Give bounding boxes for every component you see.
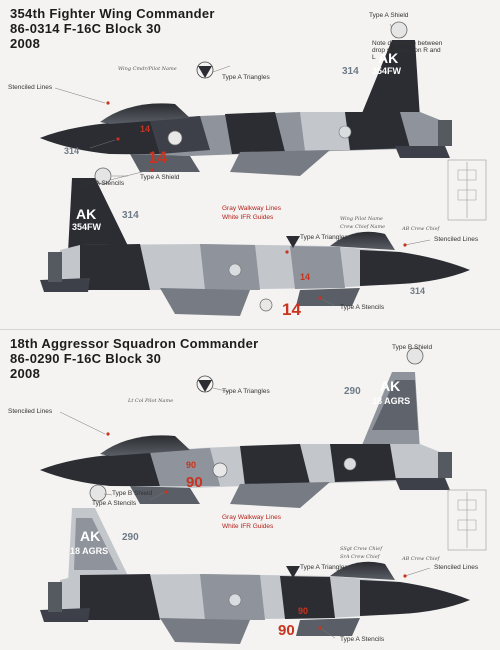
crew-chief-top-2: AB Crew Chief xyxy=(402,556,440,562)
section1-title-line2: 86-0314 F-16C Block 30 xyxy=(10,21,162,36)
tail-unit-1: 354FW xyxy=(372,66,402,76)
label-stenciled-lines-1: Stenciled Lines xyxy=(8,84,53,91)
serial-top-3: 290 xyxy=(344,386,361,397)
label-type-a-stencils-3: Type A Stencils xyxy=(92,500,137,507)
section-divider xyxy=(0,329,500,330)
red-number-small-2: 14 xyxy=(300,272,311,282)
canopy-name-4a: SSgt Crew Chief xyxy=(340,546,383,552)
label-type-b-shield-1: Type B Shield xyxy=(392,344,433,351)
aircraft3-top-view xyxy=(447,489,487,551)
aircraft1-side-left xyxy=(40,21,452,181)
section1-title: 354th Fighter Wing Commander 86-0314 F-1… xyxy=(10,6,215,51)
canopy-name-1: Wing Cmdr/Pilot Name xyxy=(118,66,177,72)
red-number-large-2: 14 xyxy=(282,300,301,319)
section1-title-line3: 2008 xyxy=(10,36,41,51)
label-type-a-triangles-1: Type A Triangles xyxy=(222,74,270,81)
serial-top-4: 290 xyxy=(122,532,139,543)
red-number-small-4: 90 xyxy=(298,606,309,616)
label-gray-walkway-2: Gray Walkway Lines xyxy=(222,514,281,521)
label-type-b-shield-2: Type B Shield xyxy=(112,490,153,497)
label-type-a-triangles-4: Type A Triangles xyxy=(300,564,348,571)
serial-bottom-2: 314 xyxy=(410,286,426,296)
label-drop-shadow-note: Note difference between drop shadows on … xyxy=(372,40,443,61)
tail-code-4: AK xyxy=(80,528,101,544)
serial-top-2: 314 xyxy=(122,210,139,221)
serial-bottom-1: 314 xyxy=(64,146,80,156)
tail-unit-2: 354FW xyxy=(72,222,102,232)
label-stenciled-lines-3: Stenciled Lines xyxy=(8,408,53,415)
label-type-a-stencils-2: Type A Stencils xyxy=(340,304,385,311)
canopy-name-2b: Crew Chief Name xyxy=(340,224,386,230)
aircraft3-side-left xyxy=(40,347,452,508)
red-number-large-4: 90 xyxy=(278,622,295,639)
red-number-small-1: 14 xyxy=(140,124,151,134)
section2-title-line1: 18th Aggressor Squadron Commander xyxy=(10,336,259,351)
section2-title: 18th Aggressor Squadron Commander 86-029… xyxy=(10,336,259,381)
tail-unit-3: 18 AGRS xyxy=(372,396,411,406)
red-number-large-1: 14 xyxy=(148,148,167,167)
tail-unit-4: 18 AGRS xyxy=(70,546,109,556)
label-white-ifr-1: White IFR Guides xyxy=(222,214,274,221)
label-type-a-triangles-3: Type A Triangles xyxy=(222,388,270,395)
label-stenciled-lines-4: Stenciled Lines xyxy=(434,564,479,571)
label-type-a-shield-1: Type A Shield xyxy=(369,12,409,19)
label-type-a-shield-2: Type A Shield xyxy=(140,174,180,181)
aircraft1-top-view xyxy=(447,159,487,221)
serial-top-1: 314 xyxy=(342,66,359,77)
label-type-a-triangles-2: Type A Triangles xyxy=(300,234,348,241)
tail-code-3: AK xyxy=(380,378,401,394)
label-gray-walkway-1: Gray Walkway Lines xyxy=(222,205,281,212)
section1-title-line1: 354th Fighter Wing Commander xyxy=(10,6,215,21)
tail-code-1: AK xyxy=(378,50,399,66)
red-number-large-3: 90 xyxy=(186,474,203,491)
section2-title-line3: 2008 xyxy=(10,366,41,381)
tail-code-2: AK xyxy=(76,206,97,222)
canopy-name-2a: Wing Pilot Name xyxy=(340,216,383,222)
section2-title-line2: 86-0290 F-16C Block 30 xyxy=(10,351,162,366)
canopy-name-3: Lt Col Pilot Name xyxy=(128,398,174,404)
label-white-ifr-2: White IFR Guides xyxy=(222,523,274,530)
crew-chief-top-1: AB Crew Chief xyxy=(402,226,440,232)
label-type-a-stencils-4: Type A Stencils xyxy=(340,636,385,643)
aircraft2-side-right xyxy=(40,167,470,316)
canopy-name-4b: SrA Crew Chief xyxy=(340,554,380,560)
red-number-small-3: 90 xyxy=(186,460,197,470)
label-stenciled-lines-2: Stenciled Lines xyxy=(434,236,479,243)
label-type-a-stencils-1: Type A Stencils xyxy=(80,180,125,187)
aircraft4-side-right xyxy=(40,484,470,644)
